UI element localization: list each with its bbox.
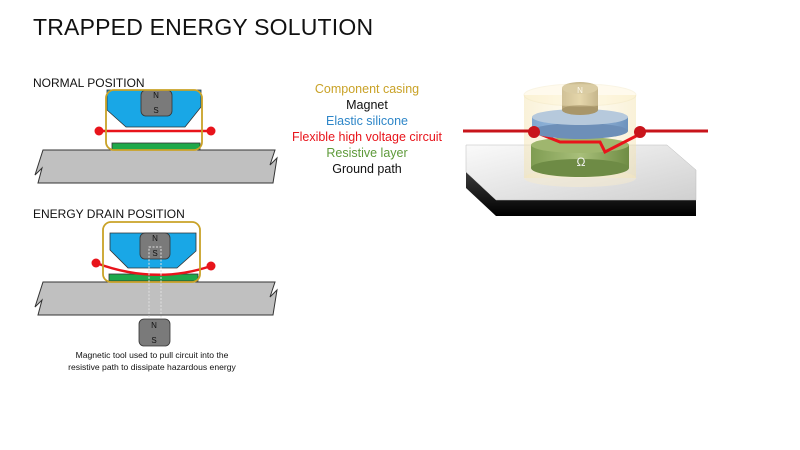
magnet [139,232,171,260]
page-title: TRAPPED ENERGY SOLUTION [33,14,374,40]
casing-3d [523,83,637,107]
magnet-north-label: N [153,91,159,100]
legend: Component casing Magnet Elastic silicone… [282,81,452,177]
circuit-terminal-left [94,126,104,136]
tool-magnet-south-label: S [151,336,156,345]
circuit-terminal-left-3d [528,126,540,138]
tool-caption: Magnetic tool used to pull circuit into … [62,349,242,373]
circuit-wire-3d [534,130,641,155]
component-casing [102,221,201,283]
magnet-3d [562,88,598,110]
legend-item-silicone: Elastic silicone [326,114,408,128]
resistor-symbol: Ω [577,155,586,169]
caption-line-2: resistive path to dissipate hazardous en… [68,362,236,372]
ground-plate [34,149,278,184]
magnet-3d-label: N [577,86,583,95]
legend-item-casing: Component casing [314,82,420,96]
circuit-terminal-right [206,126,216,136]
normal-position-diagram: N S [34,89,278,184]
magnet-south-label: S [152,249,157,258]
magnet-south-label: S [153,106,158,115]
magnet-north-label: N [152,234,158,243]
component-casing [105,89,203,151]
tool-magnet-north-label: N [151,321,157,330]
tool-magnet [138,318,171,347]
legend-item-magnet: Magnet [346,98,388,112]
drain-position-diagram: N S N S [34,221,278,347]
high-voltage-circuit [95,261,212,277]
circuit-terminal-left [91,258,101,268]
legend-item-circuit: Flexible high voltage circuit [291,130,443,144]
ground-plate [34,281,278,316]
normal-position-label: NORMAL POSITION [33,76,145,90]
circuit-terminal-right [206,261,216,271]
resistive-layer [111,142,201,151]
legend-item-resistive: Resistive layer [326,146,408,160]
caption-line-1: Magnetic tool used to pull circuit into … [75,350,229,360]
legend-item-ground: Ground path [332,162,402,176]
circuit-terminal-right-3d [634,126,646,138]
ground-plate-side [466,172,696,216]
drain-position-label: ENERGY DRAIN POSITION [33,207,185,221]
3d-render: Ω N [463,82,708,216]
